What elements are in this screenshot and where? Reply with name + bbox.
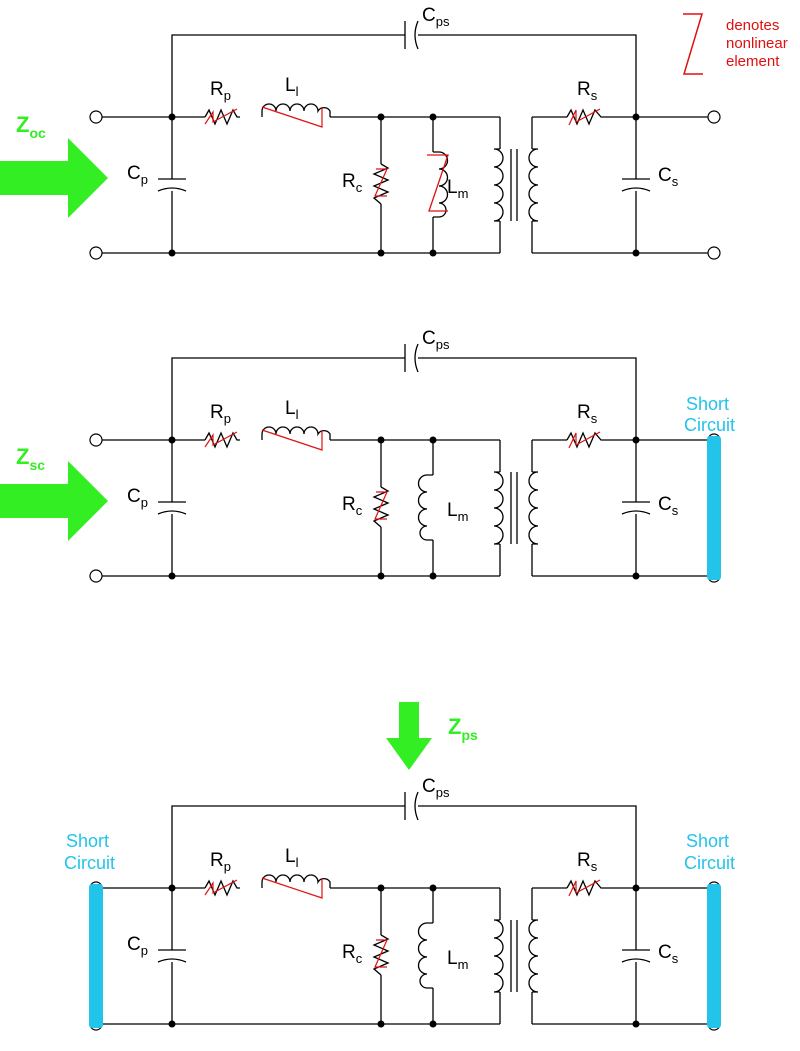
zsc-arrow-icon — [0, 461, 108, 541]
ll-label: Ll — [285, 75, 299, 99]
lm-label: Lm — [447, 948, 468, 972]
rp-label: Rp — [210, 79, 231, 103]
panel-short-circuit: Zsc Short Circuit Cps Rp Ll Rs Cp Rc Lm … — [0, 328, 735, 583]
magnetizing-inductor-nonlinear — [426, 151, 449, 218]
cs-label: Cs — [658, 165, 679, 189]
rc-label: Rc — [342, 942, 363, 966]
lm-label: Lm — [447, 500, 468, 524]
rs-label: Rs — [577, 850, 598, 874]
rs-label: Rs — [577, 79, 598, 103]
zsc-label: Zsc — [16, 444, 45, 473]
short-circuit-label-right-1: Short — [686, 831, 729, 851]
rc-label: Rc — [342, 171, 363, 195]
panel-primary-secondary: Zps Short Circuit Short Circuit Cps Rp L… — [64, 702, 735, 1031]
cp-label: Cp — [127, 934, 148, 958]
cs-label: Cs — [658, 942, 679, 966]
panel-open-circuit: Zoc Cps Rp Ll Rs Cp Rc Lm Cs — [0, 5, 721, 260]
nonlinear-symbol-icon — [682, 13, 704, 75]
rc-label: Rc — [342, 494, 363, 518]
magnetizing-inductor — [417, 474, 434, 541]
cp-label: Cp — [127, 486, 148, 510]
ll-label: Ll — [285, 846, 299, 870]
circuit-schematic — [89, 343, 721, 583]
cps-label: Cps — [422, 5, 450, 29]
lm-label: Lm — [447, 177, 468, 201]
short-circuit-bar-right — [707, 436, 721, 580]
rp-label: Rp — [210, 402, 231, 426]
short-circuit-label-right-1: Short — [686, 394, 729, 414]
cp-label: Cp — [127, 163, 148, 187]
short-circuit-label-right-2: Circuit — [684, 853, 735, 873]
short-circuit-bar-right — [707, 884, 721, 1028]
legend-line-3: element — [726, 53, 780, 70]
circuit-schematic — [89, 791, 721, 1031]
cps-label: Cps — [422, 776, 450, 800]
cs-label: Cs — [658, 494, 679, 518]
short-circuit-bar-left — [89, 884, 103, 1028]
legend: denotes nonlinear element — [682, 13, 788, 75]
short-circuit-label-left-1: Short — [66, 831, 109, 851]
ll-label: Ll — [285, 398, 299, 422]
short-circuit-label-left-2: Circuit — [64, 853, 115, 873]
zoc-arrow-icon — [0, 138, 108, 218]
zps-label: Zps — [448, 714, 478, 743]
cps-label: Cps — [422, 328, 450, 352]
rp-label: Rp — [210, 850, 231, 874]
legend-line-2: nonlinear — [726, 35, 788, 52]
zoc-label: Zoc — [16, 112, 46, 141]
legend-line-1: denotes — [726, 17, 779, 34]
magnetizing-inductor — [417, 922, 434, 989]
short-circuit-label-right-2: Circuit — [684, 415, 735, 435]
rs-label: Rs — [577, 402, 598, 426]
zps-arrow-icon — [386, 702, 432, 770]
circuit-schematic — [89, 20, 721, 260]
